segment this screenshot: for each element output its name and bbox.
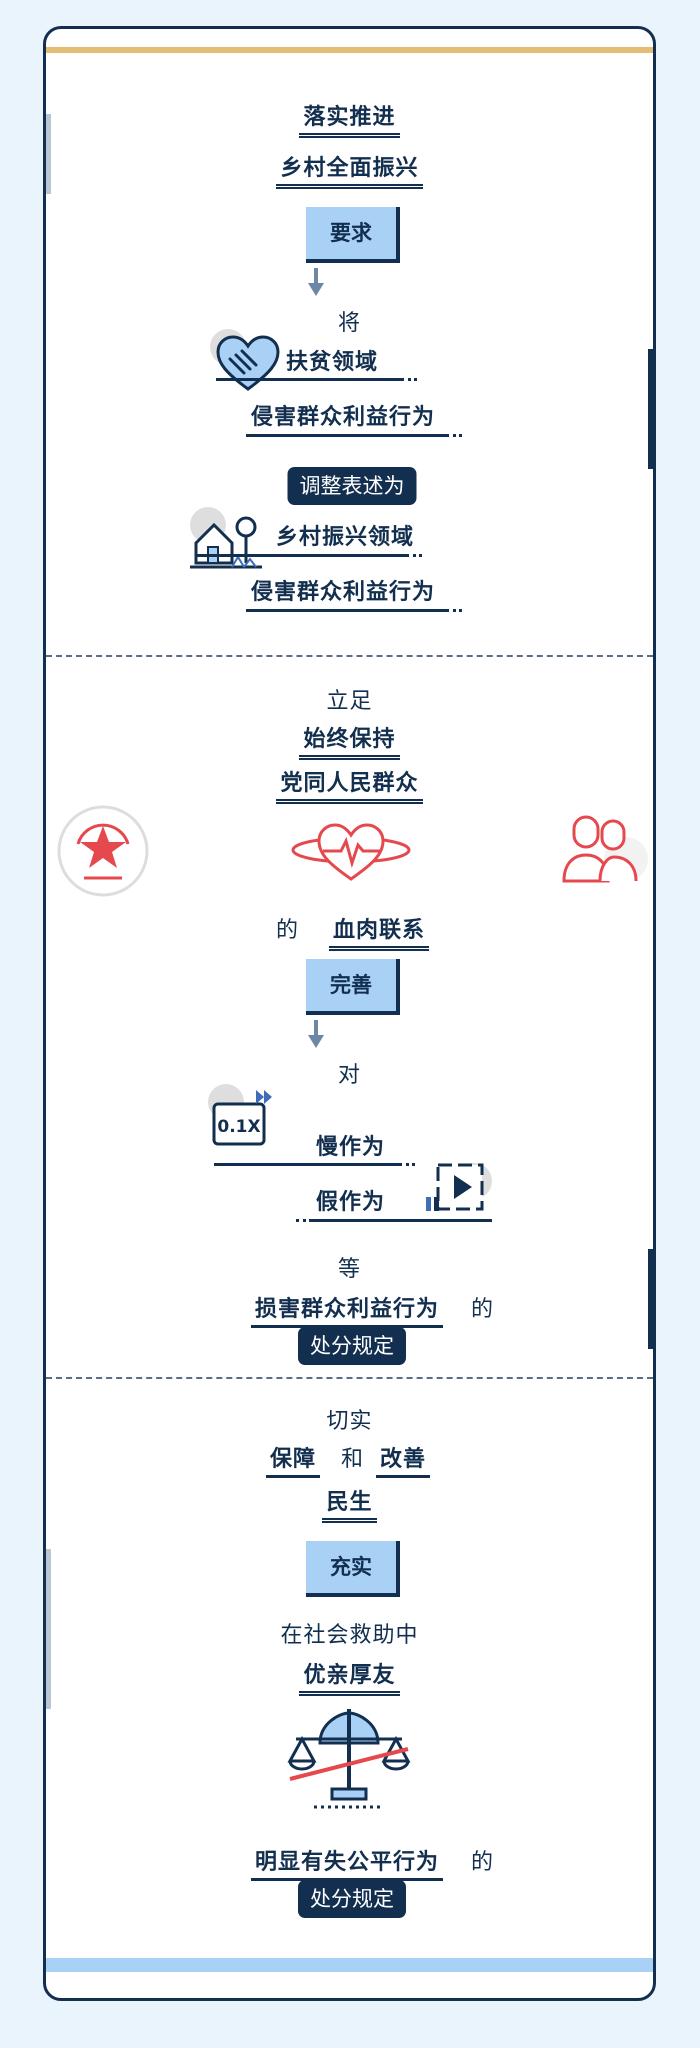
- improve-box: 完善: [306, 959, 400, 1015]
- bottom-blue-bar: [46, 1958, 653, 1972]
- scales-icon: [287, 1709, 411, 1809]
- word-dui: 对: [337, 1063, 361, 1088]
- section-divider: [46, 655, 653, 657]
- punishment-pill-1: 处分规定: [298, 1327, 406, 1365]
- punishment-pill-2: 处分规定: [298, 1880, 406, 1918]
- down-arrow-icon: [308, 1020, 324, 1048]
- word-de-2: 的: [471, 1297, 495, 1322]
- section2-line1: 始终保持: [46, 721, 653, 760]
- adjust-pill: 调整表述为: [287, 467, 417, 505]
- infographic-card: 落实推进 乡村全面振兴 要求 将 扶贫领域 侵害群众利益行为 调整表述为 乡村振…: [43, 26, 656, 2001]
- side-shade: [46, 114, 51, 194]
- underline: [196, 554, 406, 557]
- handshake-heart-icon: [210, 329, 280, 391]
- speed-label: 0.1X: [217, 1117, 260, 1137]
- underline-dots: [296, 1219, 312, 1222]
- word-de: 的: [276, 918, 300, 943]
- section-divider: [46, 1377, 653, 1379]
- underline: [246, 434, 446, 437]
- underline-dots: [401, 378, 417, 381]
- down-arrow-icon: [308, 268, 324, 296]
- people-icon: [562, 815, 648, 883]
- section3-line1: 在社会救助中: [280, 1623, 419, 1648]
- item-slow-action: 慢作为: [316, 1135, 386, 1160]
- bond-text: 血肉联系: [329, 912, 430, 951]
- item-rural-field: 乡村振兴领域: [276, 525, 415, 550]
- section2-line2: 党同人民群众: [46, 765, 653, 804]
- edge-accent: [648, 1249, 653, 1349]
- section2-intro: 立足: [326, 689, 373, 714]
- word-deng: 等: [337, 1257, 361, 1282]
- section3-line2: 优亲厚友: [46, 1657, 653, 1696]
- underline-dots: [446, 434, 462, 437]
- word-jiang: 将: [337, 311, 361, 336]
- word-livelihood: 民生: [46, 1484, 653, 1523]
- side-shade: [46, 1549, 51, 1709]
- section1-title-line2: 乡村全面振兴: [46, 150, 653, 189]
- play-icon: [426, 1163, 492, 1211]
- item-infringe-behavior-1: 侵害群众利益行为: [251, 405, 436, 430]
- heart-pulse-icon: [291, 823, 411, 881]
- word-de-3: 的: [471, 1850, 495, 1875]
- word-improve: 改善: [376, 1441, 431, 1478]
- gold-top-bar: [46, 47, 653, 53]
- word-he: 和: [341, 1447, 365, 1472]
- underline: [312, 1219, 492, 1222]
- item-damage-behavior: 损害群众利益行为: [251, 1291, 444, 1328]
- enrich-box: 充实: [306, 1541, 400, 1597]
- item-infringe-behavior-2: 侵害群众利益行为: [251, 580, 436, 605]
- underline: [214, 1163, 399, 1166]
- word-guarantee: 保障: [266, 1441, 321, 1478]
- item-fake-action: 假作为: [316, 1190, 386, 1215]
- section3-intro: 切实: [326, 1409, 373, 1434]
- underline: [246, 609, 446, 612]
- item-unfair-behavior: 明显有失公平行为: [251, 1844, 444, 1881]
- underline-dots: [446, 609, 462, 612]
- house-tree-icon: [190, 507, 262, 569]
- underline-dots: [399, 1163, 415, 1166]
- speed-icon: 0.1X: [208, 1084, 272, 1146]
- item-poverty-field: 扶贫领域: [286, 350, 379, 375]
- star-badge-icon: [57, 805, 149, 897]
- edge-accent: [648, 349, 653, 469]
- underline-dots: [406, 554, 422, 557]
- underline: [216, 378, 401, 381]
- requirement-box: 要求: [306, 207, 400, 263]
- section1-title-line1: 落实推进: [46, 99, 653, 138]
